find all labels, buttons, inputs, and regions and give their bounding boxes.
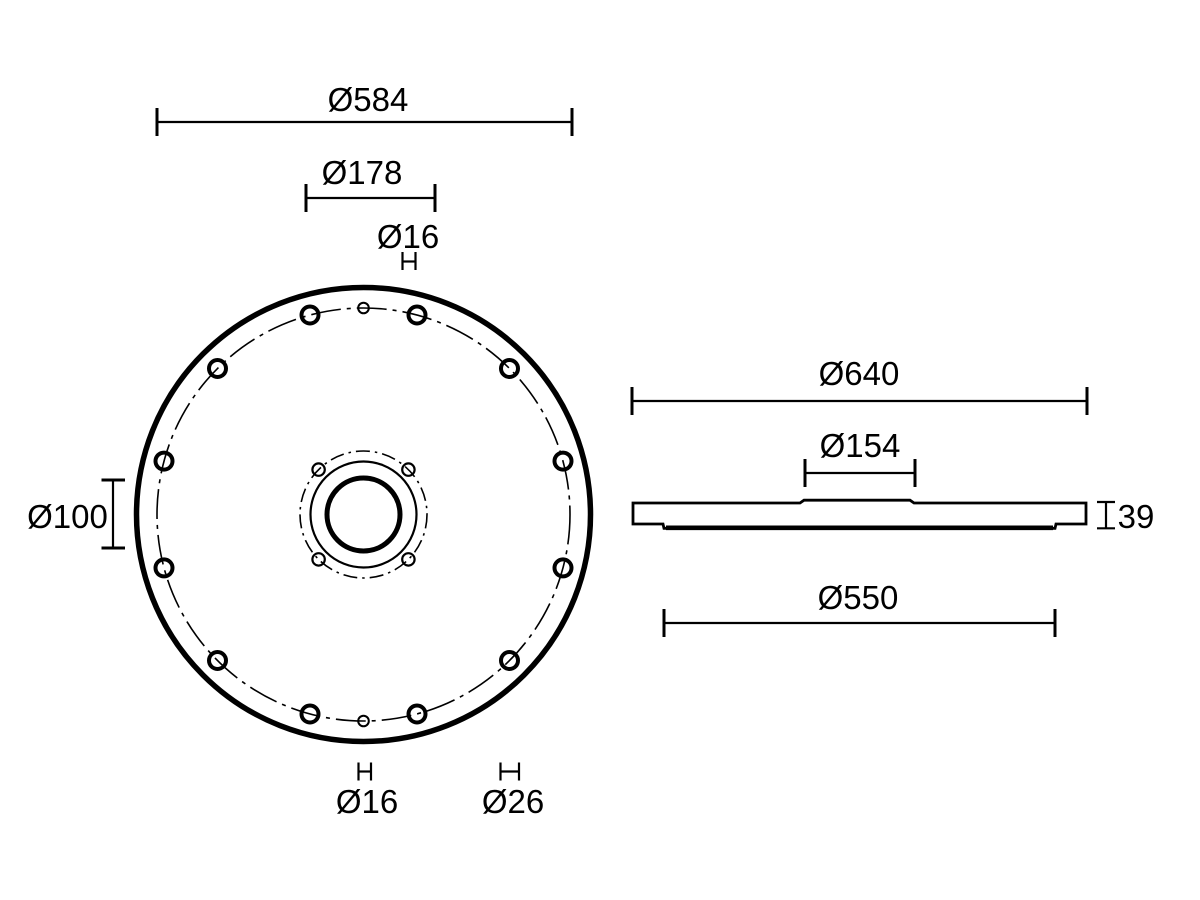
dim-boss-diameter: Ø154 [803, 427, 917, 487]
front-view: Ø584 Ø178 Ø16 Ø100 Ø16 [27, 81, 594, 820]
rim-holes-small [357, 301, 370, 728]
dim-label-39: 39 [1118, 498, 1155, 535]
dim-label-dia154: Ø154 [820, 427, 901, 464]
dim-large-rim-hole-diameter: Ø26 [482, 762, 544, 820]
dim-hub-bolt-circle-diameter: Ø178 [304, 154, 437, 212]
dim-base-diameter: Ø550 [662, 579, 1057, 637]
side-profile-outline [631, 498, 1088, 530]
dim-outer-diameter: Ø640 [630, 355, 1089, 415]
dim-small-rim-hole-diameter: Ø16 [336, 762, 398, 820]
dim-label-dia584: Ø584 [328, 81, 409, 118]
rim-hole-large [406, 703, 428, 725]
dim-bolt-circle-diameter: Ø584 [155, 81, 574, 136]
rim-hole-large [299, 304, 321, 326]
dim-hub-hole-diameter: Ø16 [377, 218, 439, 270]
dim-thickness: 39 [1097, 498, 1154, 535]
hub-bolt-circle-centerline [299, 450, 428, 579]
hub-boss-circle [309, 460, 418, 569]
dim-label-dia640: Ø640 [819, 355, 900, 392]
dim-label-dia26: Ø26 [482, 783, 544, 820]
rim-hole-large [153, 557, 175, 579]
rim-holes-large [153, 304, 574, 725]
dim-label-dia100: Ø100 [27, 498, 108, 535]
dim-center-bore-diameter: Ø100 [27, 478, 125, 550]
dim-label-dia16-bottom: Ø16 [336, 783, 398, 820]
bolt-circle-centerline [156, 307, 571, 722]
side-view: Ø640 Ø154 39 Ø550 [630, 355, 1154, 637]
dim-label-dia550: Ø550 [818, 579, 899, 616]
dim-label-dia16-top: Ø16 [377, 218, 439, 255]
dim-label-dia178: Ø178 [322, 154, 403, 191]
outer-circle [133, 284, 594, 745]
center-bore [324, 475, 403, 554]
